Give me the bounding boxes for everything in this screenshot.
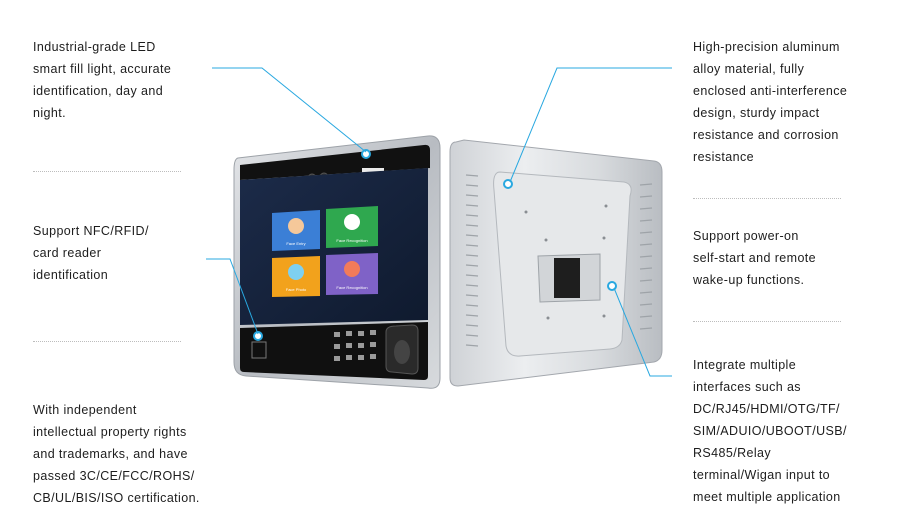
svg-text:Face Entry: Face Entry — [286, 241, 305, 246]
screen-tiles: Face Entry Face Recognition Face Photo F… — [272, 206, 378, 297]
vents-right — [639, 183, 653, 330]
feature-power-on: Support power-on self-start and remote w… — [693, 229, 817, 287]
feature-certification: With independent intellectual property r… — [33, 403, 200, 505]
keypad — [334, 330, 376, 361]
back-device — [449, 139, 663, 387]
callout-lines — [206, 67, 672, 377]
svg-text:Face Photo: Face Photo — [286, 287, 307, 292]
callout-dot — [361, 149, 371, 159]
feature-interfaces: Integrate multiple interfaces such as DC… — [693, 358, 847, 504]
fingerprint-icon — [394, 340, 410, 364]
divider — [33, 171, 181, 172]
front-device: Face Entry Face Recognition Face Photo F… — [233, 135, 441, 389]
vents-left — [465, 174, 479, 347]
svg-text:Face Recognition: Face Recognition — [336, 238, 367, 243]
feature-nfc-rfid: Support NFC/RFID/ card reader identifica… — [33, 224, 149, 282]
keypad-panel — [240, 322, 428, 380]
divider — [693, 198, 841, 199]
fill-light-right — [362, 168, 384, 174]
interface-port — [554, 258, 580, 298]
divider — [33, 341, 181, 342]
feature-aluminum-alloy: High-precision aluminum alloy material, … — [693, 40, 848, 164]
divider — [693, 321, 841, 322]
feature-led-fill-light: Industrial-grade LED smart fill light, a… — [33, 40, 172, 120]
svg-text:Face Recognition: Face Recognition — [336, 285, 367, 290]
nfc-icon — [251, 341, 267, 359]
callout-dot — [253, 331, 263, 341]
